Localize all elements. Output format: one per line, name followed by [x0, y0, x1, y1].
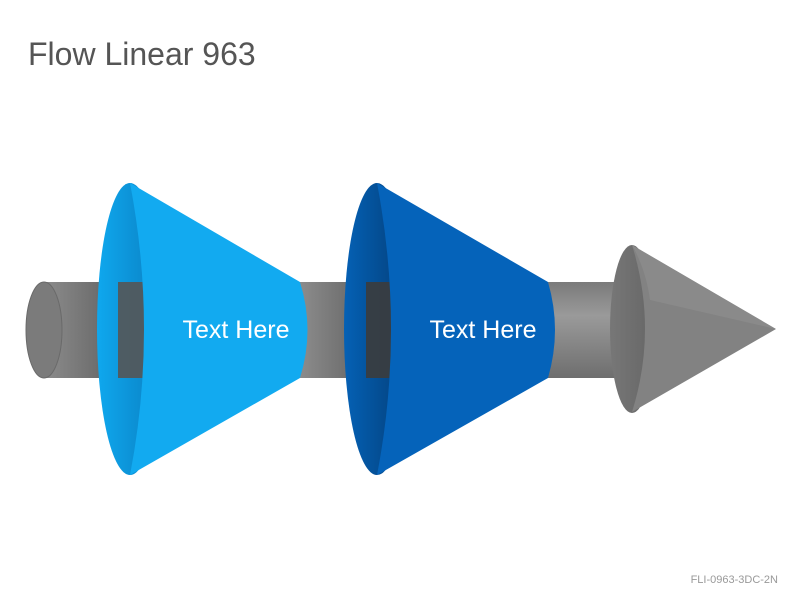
stage-2: Text Here — [344, 183, 555, 475]
slide-code: FLI-0963-3DC-2N — [690, 574, 778, 586]
arrow-head — [610, 245, 776, 413]
stage-1-label: Text Here — [183, 316, 290, 344]
stage-2-label: Text Here — [430, 316, 537, 344]
stage-2-cone — [377, 183, 555, 475]
pipe-start-cap — [25, 281, 63, 379]
arrow-head-highlight — [632, 245, 776, 329]
stage-1: Text Here — [97, 183, 308, 475]
slide-title: Flow Linear 963 — [28, 36, 256, 72]
stage-1-cone — [130, 183, 308, 475]
